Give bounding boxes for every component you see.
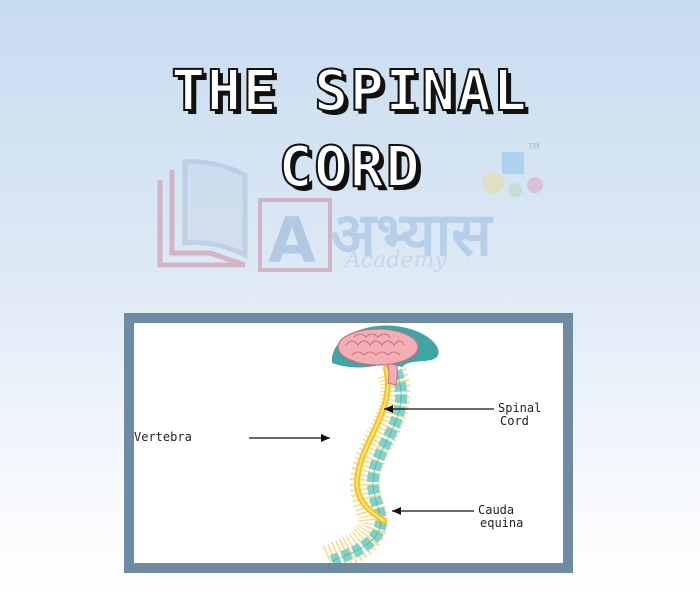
brain bbox=[337, 328, 419, 366]
label-cauda-equina-line-2: equina bbox=[480, 516, 524, 530]
arrow-spinal-cord bbox=[384, 405, 494, 413]
page-title-line-2: CORD bbox=[278, 135, 422, 200]
label-spinal-cord-line-2: Cord bbox=[500, 414, 529, 428]
arrow-vertebra bbox=[249, 434, 330, 442]
brain-folds bbox=[345, 333, 405, 356]
arrow-cauda-equina bbox=[392, 507, 474, 515]
diagram-canvas: Vertebra Spinal Cord Cauda equina bbox=[134, 323, 563, 563]
label-spinal-cord-line-1: Spinal bbox=[498, 401, 542, 415]
vertebral-column-outline bbox=[331, 370, 402, 562]
logo-dot-green bbox=[508, 183, 522, 197]
logo-letter-box bbox=[258, 198, 332, 272]
label-cauda-equina-line-1: Cauda bbox=[478, 503, 515, 517]
logo-brand: अभ्यास bbox=[330, 200, 494, 270]
page-title-line-1: THE SPINAL bbox=[170, 59, 529, 124]
logo-academy: Academy bbox=[343, 248, 447, 273]
book-icon bbox=[157, 159, 248, 268]
diagram-frame: Vertebra Spinal Cord Cauda equina bbox=[124, 313, 573, 573]
logo-dot-pink bbox=[527, 177, 543, 193]
logo-tm: TM bbox=[527, 142, 540, 151]
spinal-cord-core bbox=[355, 367, 389, 522]
logo-dot-yellow bbox=[482, 172, 504, 194]
logo-square-blue bbox=[502, 152, 524, 174]
academy-logo-watermark: A अभ्यास Academy TM bbox=[157, 142, 543, 277]
label-vertebra: Vertebra bbox=[134, 430, 192, 444]
logo-letter: A bbox=[268, 204, 316, 277]
spinal-cord-diagram bbox=[249, 325, 494, 563]
